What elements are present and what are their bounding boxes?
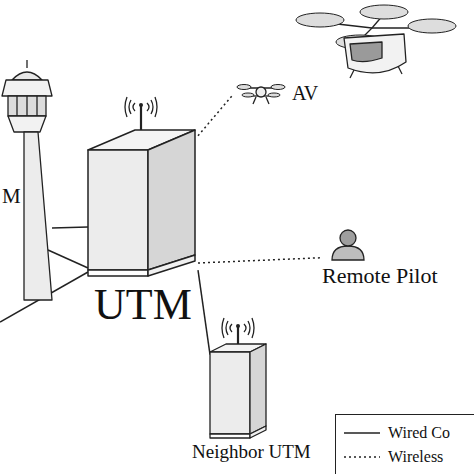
legend-text: Wireless xyxy=(388,448,443,466)
wireless-link xyxy=(198,258,322,263)
wired-link xyxy=(198,270,210,354)
legend-sample xyxy=(344,452,380,462)
legend-text: Wired Co xyxy=(388,424,450,442)
neighbor-utm-node: Neighbor UTM xyxy=(210,322,313,470)
wireless-link xyxy=(198,96,232,136)
legend-line xyxy=(344,432,380,434)
remote-pilot-node: Remote Pilot xyxy=(322,228,472,294)
legend-sample xyxy=(344,428,380,438)
legend-item: Wired Co xyxy=(344,421,474,445)
legend-item: Wireless xyxy=(344,445,474,469)
legend-line xyxy=(344,456,380,458)
wired-link xyxy=(52,227,88,228)
vehicle-node: AV xyxy=(232,4,452,112)
node-label: M xyxy=(2,185,21,208)
wired-line xyxy=(48,250,88,268)
node-label: Remote Pilot xyxy=(322,264,438,288)
node-label: AV xyxy=(292,82,318,104)
atm-tower-node: M xyxy=(0,60,52,300)
node-label: UTM xyxy=(94,281,192,329)
legend-box: Wired Co Wireless xyxy=(335,414,474,474)
node-icon xyxy=(232,4,452,112)
utm-server-node: UTM xyxy=(88,95,198,335)
node-label: Neighbor UTM xyxy=(192,442,311,463)
node-icon xyxy=(0,60,52,300)
